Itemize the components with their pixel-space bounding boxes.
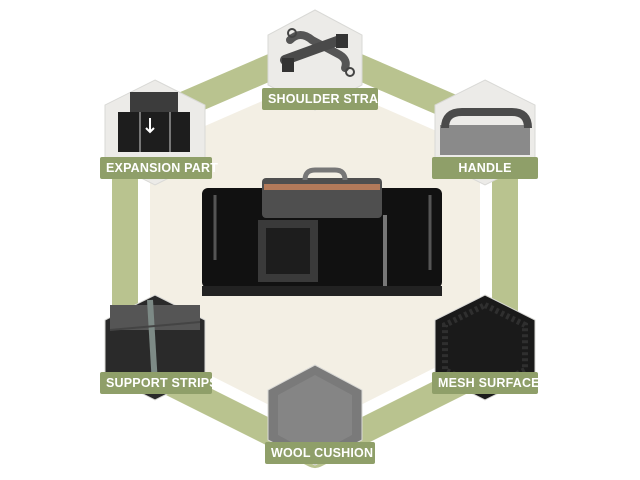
label-wool-cushion: WOOL CUSHION	[265, 442, 375, 464]
label-shoulder-strap: SHOULDER STRAP	[262, 88, 387, 110]
label-support-strips: SUPPORT STRIPS	[100, 372, 218, 394]
strap-photo	[267, 9, 363, 111]
label-expansion-part: EXPANSION PART	[100, 157, 218, 179]
wool-cushion-photo	[267, 364, 363, 466]
label-mesh-surface: MESH SURFACE	[432, 372, 540, 394]
pet-carrier-main-photo	[202, 167, 442, 296]
label-handle: HANDLE	[432, 157, 538, 179]
